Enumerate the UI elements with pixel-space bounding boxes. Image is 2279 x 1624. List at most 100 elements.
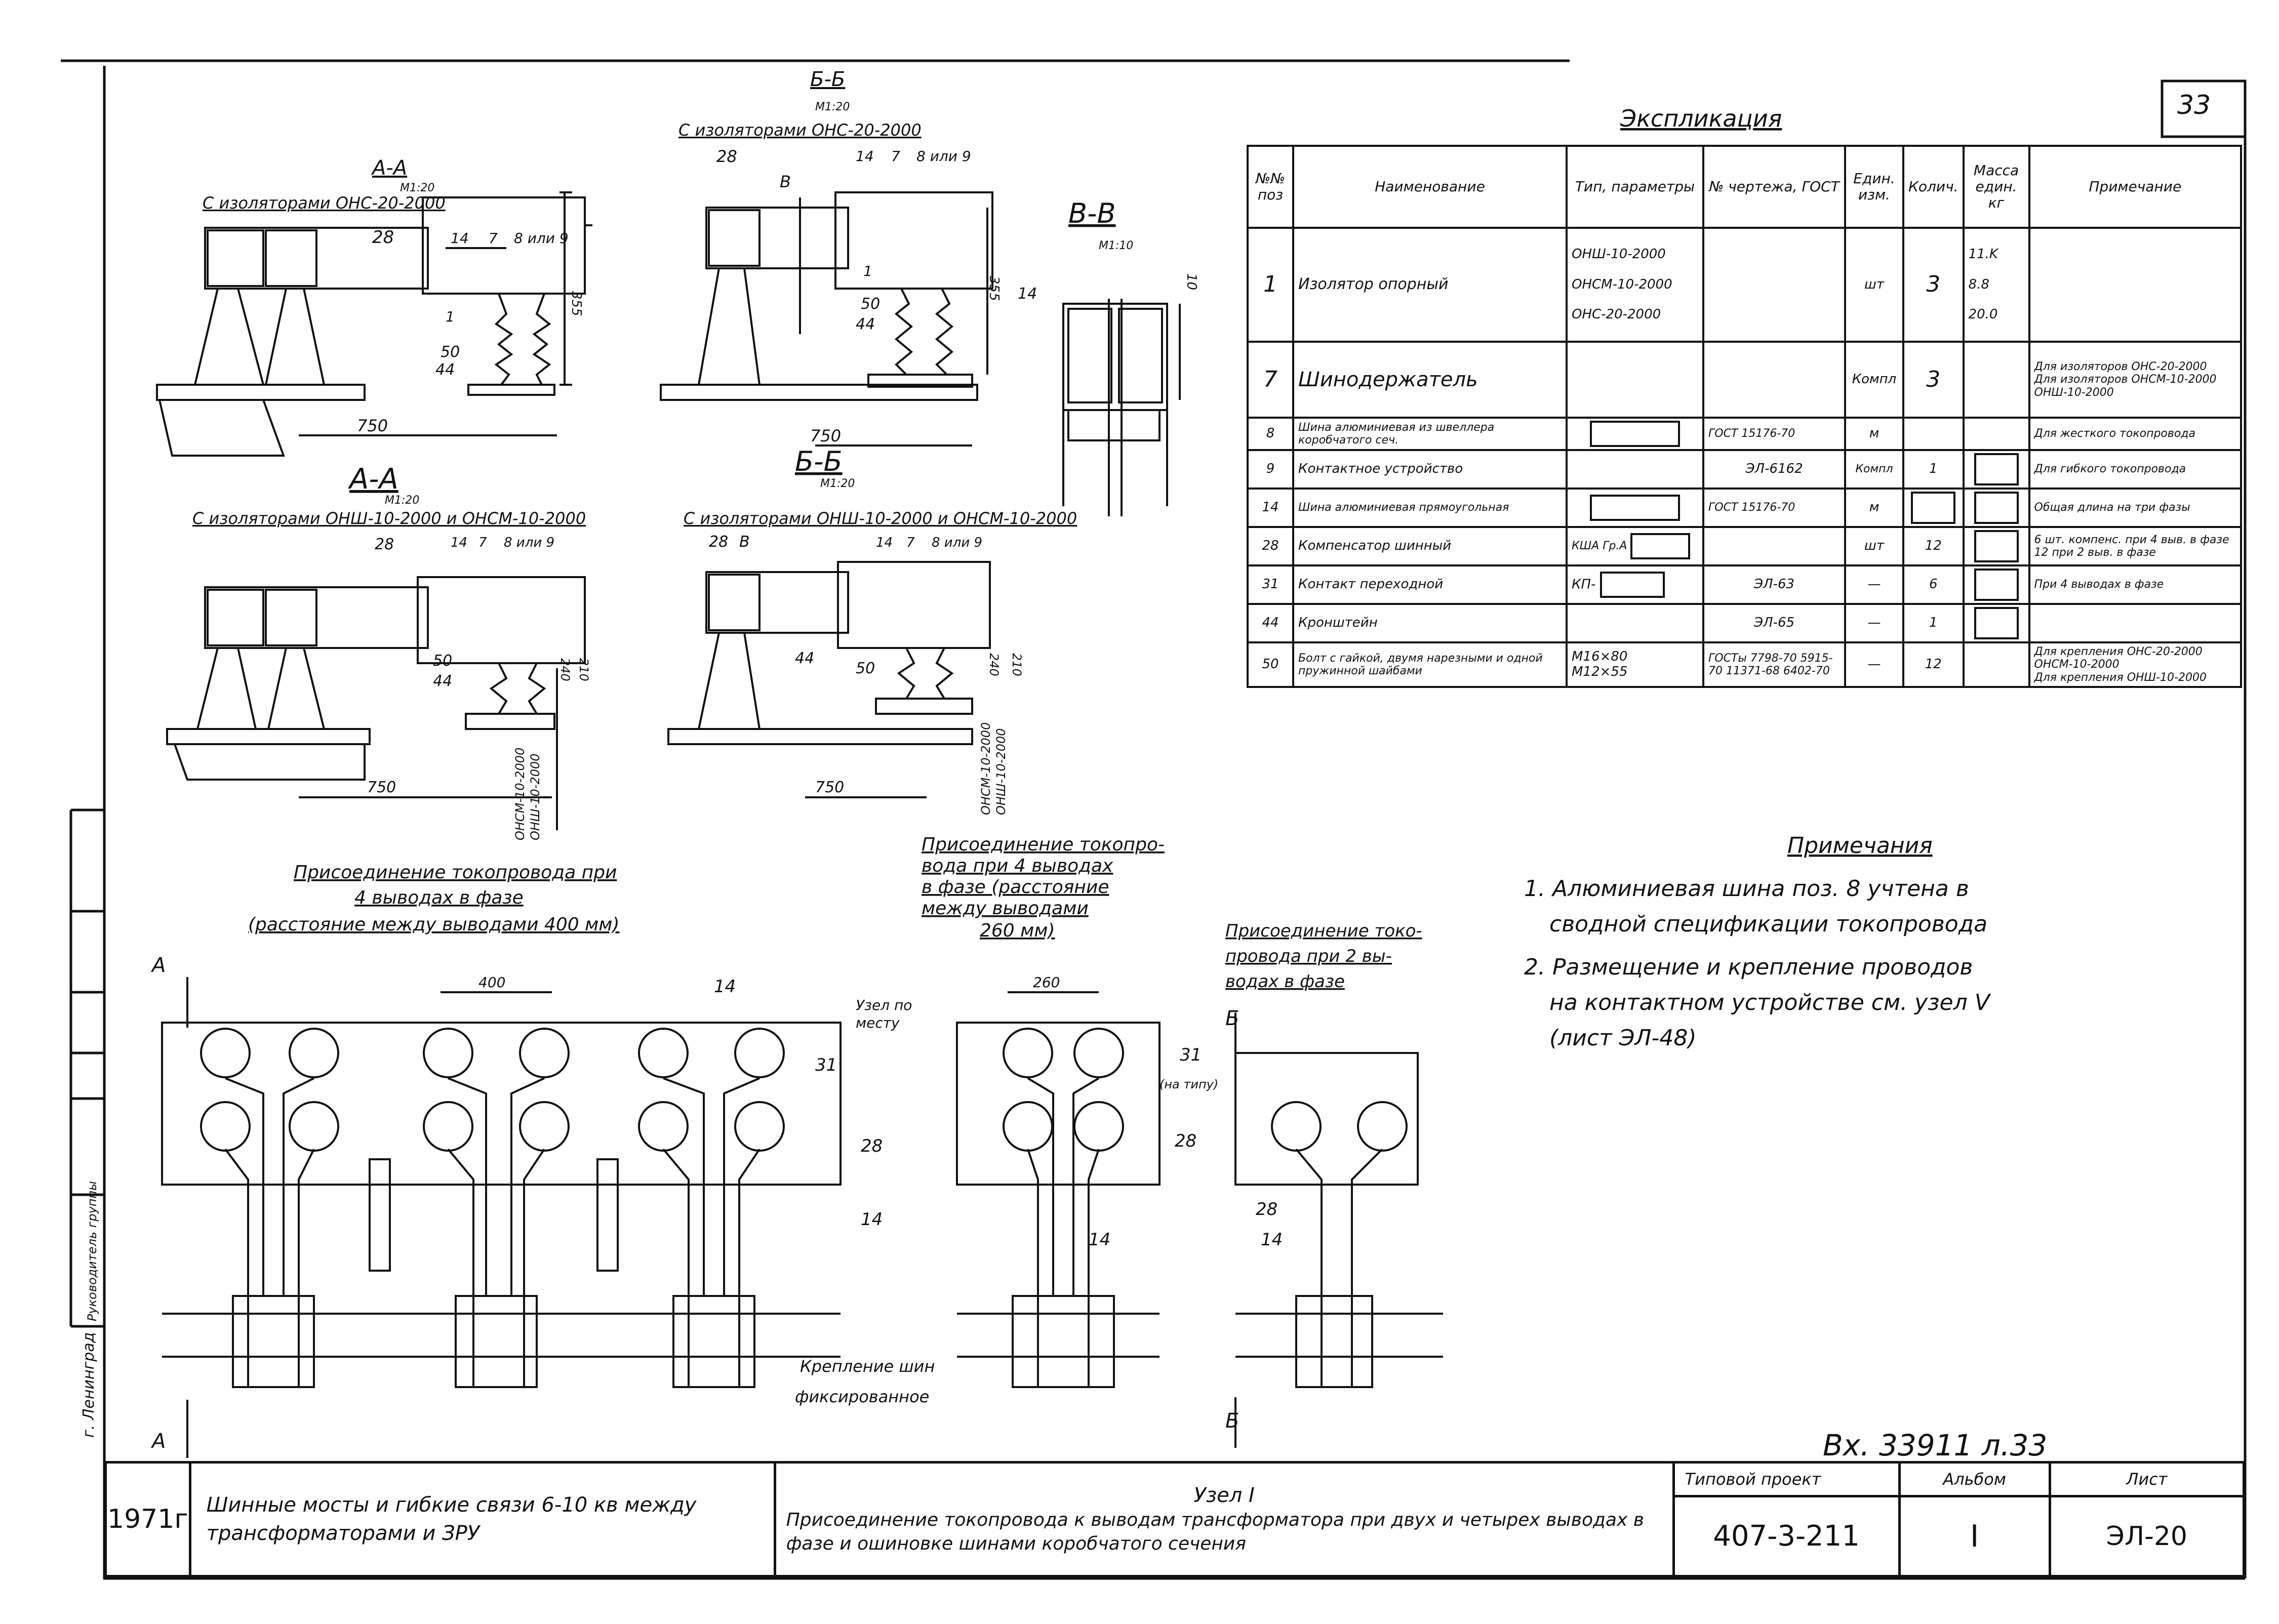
spec-drawing: ГОСТ 15176-70 [1702,488,1846,528]
conn260-dim: 260 [1033,974,1060,991]
view-aa2-title: А-А [348,463,398,496]
aa1-pos7: 7 [489,230,498,247]
spec-name: Изолятор опорный [1292,227,1568,343]
spec-header-row: №№ поз Наименование Тип, параметры № чер… [1247,145,2243,229]
spec-pos: 9 [1247,449,1294,490]
spec-pos: 50 [1247,641,1294,688]
spec-name: Контактное устройство [1292,449,1568,490]
tb-sheet: ЭЛ-20 [2048,1495,2246,1577]
spec-note: Для изоляторов ОНС-20-2000 Для изоляторо… [2028,341,2243,419]
conn400-title-3: (расстояние между выводами 400 мм) [248,914,619,935]
spec-mass [1962,417,2030,451]
spec-qty: 12 [1902,641,1965,688]
spec-mass-line: 8.8 [1968,276,1989,292]
spec-type-text: КША Гр.А [1572,540,1627,552]
conn260-title-2: вода при 4 выводах [922,856,1113,876]
spec-mass [1962,603,2030,643]
spec-row: 44 Кронштейн ЭЛ-65 — 1 [1247,603,2243,643]
view-bb1-sub: С изоляторами ОНС-20-2000 [678,120,922,140]
spec-note [2028,227,2243,343]
spec-title: Экспликация [1620,105,1782,132]
spec-unit: м [1844,488,1904,528]
conn-mark-a-bottom: А [150,1430,166,1453]
bb2-section-b: В [739,533,750,551]
spec-mass [1962,526,2030,566]
spec-drawing: ГОСТы 7798-70 5915-70 11371-68 6402-70 [1702,641,1846,688]
view-aa1-title: А-А [371,156,407,180]
bb1-pos1: 1 [863,263,872,279]
spec-drawing: ЭЛ-6162 [1702,449,1846,490]
bb2-dim240: 240 [987,653,1001,676]
spec-row: 31 Контакт переходной КП- ЭЛ-63 — 6 При … [1247,564,2243,605]
aa1-pos28: 28 [372,227,394,248]
aa2-pos14: 14 [451,535,467,550]
spec-row: 14 Шина алюминиевая прямоугольная ГОСТ 1… [1247,488,2243,528]
spec-drawing: ЭЛ-63 [1702,564,1846,605]
spec-type-line: ОНСМ-10-2000 [1572,276,1672,292]
conn-mark-b-bottom: Б [1225,1409,1239,1433]
spec-blank-field [1974,569,2019,601]
spec-type [1566,417,1704,451]
spec-mass [1962,488,2030,528]
spec-row: 9 Контактное устройство ЭЛ-6162 Компл 1 … [1247,449,2243,490]
view-bb-ons20 [660,191,993,446]
aa2-pos50: 50 [433,652,452,670]
bb2-pos50: 50 [856,660,875,677]
spec-mass [1962,449,2030,490]
bb1-pos7: 7 [891,148,900,165]
tb-sheet-label: Лист [2048,1461,2246,1497]
spec-note-line: Для изоляторов ОНСМ-10-2000 ОНШ-10-2000 [2034,373,2217,399]
spec-type-line: М12×55 [1572,664,1628,679]
spec-note: Для жесткого токопровода [2028,417,2243,451]
view-bb2-title: Б-Б [795,445,843,477]
bb2-dim750: 750 [815,779,844,796]
view-aa-ons20 [156,191,592,457]
spec-unit: шт [1844,526,1904,566]
aa1-pos14: 14 [451,230,469,247]
spec-blank-field [1600,572,1665,598]
bb1-dim355: 355 [986,276,1002,301]
view-vv [1062,299,1181,516]
fix-label-2: фиксированное [795,1387,929,1406]
tb-desc: Присоединение токопровода к выводам тран… [786,1510,1644,1554]
vv-pos14: 14 [1018,285,1037,303]
conn400-pos14b: 14 [861,1209,883,1230]
aa1-pos44: 44 [435,361,455,379]
spec-type [1566,488,1704,528]
spec-h-mass: Масса един. кг [1962,145,2030,229]
spec-unit: Компл [1844,341,1904,419]
aa1-dim750: 750 [357,416,388,435]
view-bb2-scale: М1:20 [820,477,855,490]
bb1-pos28: 28 [716,147,737,166]
spec-unit: — [1844,603,1904,643]
tb-album-label: Альбом [1898,1461,2051,1497]
spec-drawing: ЭЛ-65 [1702,603,1846,643]
spec-name: Болт с гайкой, двумя нарезными и одной п… [1292,641,1568,688]
spec-row: 50 Болт с гайкой, двумя нарезными и одно… [1247,641,2243,688]
conn260-title-1: Присоединение токопро- [922,834,1165,855]
spec-type-text: КП- [1572,577,1596,592]
spec-row: 1 Изолятор опорный ОНШ-10-2000 ОНСМ-10-2… [1247,227,2243,343]
spec-h-qty: Колич. [1902,145,1965,229]
bb2-pos8or9: 8 или 9 [932,535,982,550]
conn260-title-5: 260 мм) [980,920,1055,941]
spec-blank-field [1974,492,2019,524]
tb-project: 407-3-211 [1672,1495,1901,1577]
spec-type-line: ОНС-20-2000 [1572,307,1661,322]
view-aa2-sub: С изоляторами ОНШ-10-2000 и ОНСМ-10-2000 [192,509,586,528]
spec-mass: 11.K 8.8 20.0 [1962,227,2030,343]
spec-blank-field [1911,492,1956,524]
spec-type [1566,341,1704,419]
aa1-dim355: 355 [569,291,584,316]
spec-qty: 3 [1902,227,1965,343]
view-vv-scale: М1:10 [1099,239,1133,252]
bb2-pos14: 14 [876,535,893,550]
spec-name: Шина алюминиевая из швеллера коробчатого… [1292,417,1568,451]
spec-pos: 31 [1247,564,1294,605]
bb1-dim750: 750 [810,426,841,445]
spec-qty [1902,488,1965,528]
spec-unit: шт [1844,227,1904,343]
conn2-pos28: 28 [1256,1199,1277,1220]
spec-qty: 3 [1902,341,1965,419]
spec-unit: — [1844,564,1904,605]
